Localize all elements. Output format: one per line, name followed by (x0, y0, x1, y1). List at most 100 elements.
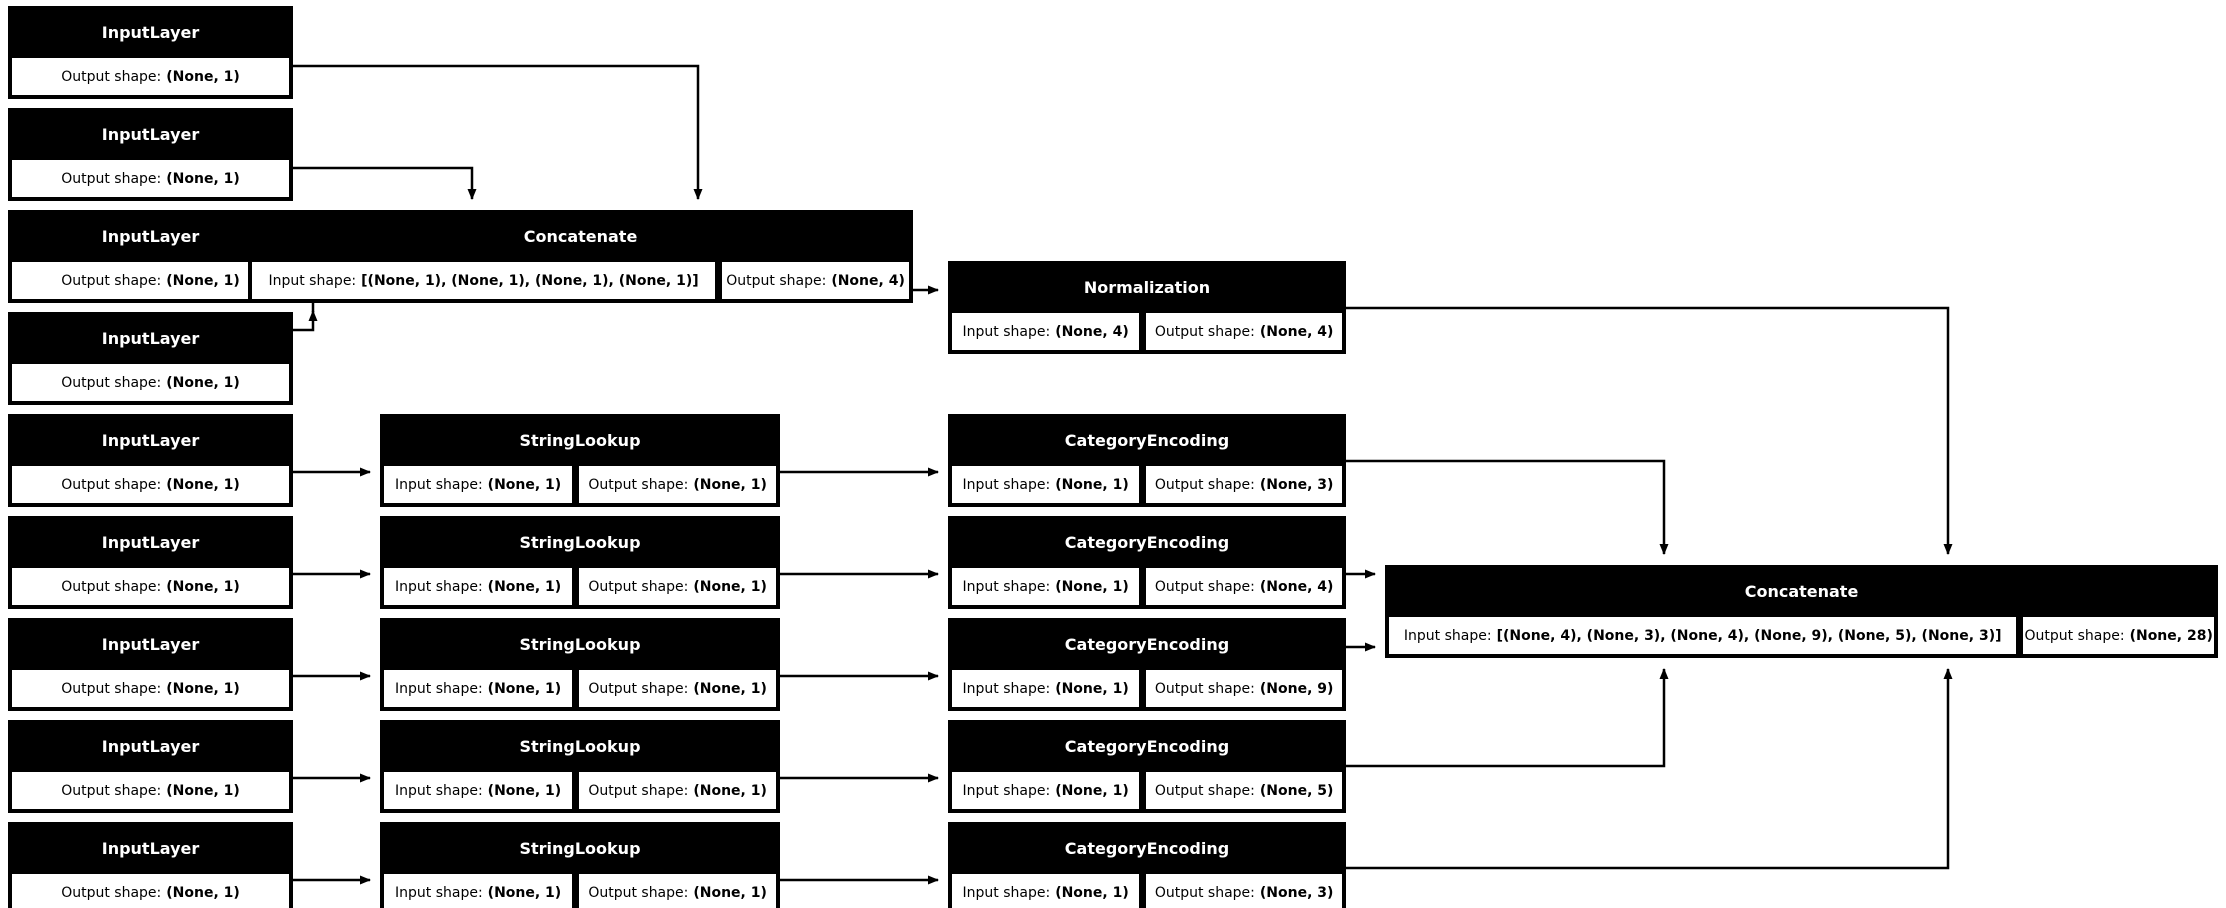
shape-value: (None, 4) (1055, 323, 1129, 340)
shape-cell-lookup_5-output: Output shape:(None, 1) (577, 872, 778, 908)
shape-cell-concat_numeric-output: Output shape:(None, 4) (720, 260, 911, 301)
node-shapes-input_1: Output shape:(None, 1) (10, 56, 291, 97)
node-shapes-input_3: Output shape:(None, 1) (10, 260, 291, 301)
node-shapes-concat_all: Input shape:[(None, 4), (None, 3), (None… (1387, 615, 2216, 656)
shape-label: Input shape: (962, 476, 1051, 493)
shape-label: Output shape: (1154, 680, 1255, 697)
shape-cell-input_4-output: Output shape:(None, 1) (10, 362, 291, 403)
shape-cell-encoding_2-output: Output shape:(None, 4) (1144, 566, 1344, 607)
shape-cell-input_5-output: Output shape:(None, 1) (10, 464, 291, 505)
shape-value: (None, 1) (693, 680, 767, 697)
shape-cell-input_1-output: Output shape:(None, 1) (10, 56, 291, 97)
node-shapes-encoding_5: Input shape:(None, 1)Output shape:(None,… (950, 872, 1344, 908)
shape-cell-lookup_2-input: Input shape:(None, 1) (382, 566, 575, 607)
shape-value: (None, 5) (1259, 782, 1334, 799)
shape-label: Input shape: (395, 476, 483, 493)
node-title-input_4: InputLayer (10, 314, 291, 362)
shape-cell-encoding_5-output: Output shape:(None, 3) (1144, 872, 1344, 908)
shape-cell-lookup_2-output: Output shape:(None, 1) (577, 566, 778, 607)
shape-label: Output shape: (1154, 323, 1255, 340)
node-shapes-input_4: Output shape:(None, 1) (10, 362, 291, 403)
shape-cell-concat_all-input: Input shape:[(None, 4), (None, 3), (None… (1387, 615, 2019, 656)
shape-label: Output shape: (726, 272, 827, 289)
node-shapes-encoding_3: Input shape:(None, 1) Output shape:(None,… (950, 668, 1344, 709)
node-title-encoding_4: CategoryEncoding (950, 722, 1344, 770)
shape-label: Output shape: (588, 578, 689, 595)
shape-label: Input shape: (395, 884, 483, 901)
shape-value: [(None, 1), (None, 1), (None, 1), (None,… (361, 272, 699, 289)
shape-cell-lookup_3-output: Output shape:(None, 1) (577, 668, 778, 709)
shape-value: (None, 3) (1259, 476, 1334, 493)
shape-cell-lookup_4-input: Input shape:(None, 1) (382, 770, 575, 811)
shape-value: (None, 1) (487, 782, 562, 799)
edge-input_2-to-concat_numeric (293, 166, 477, 200)
shape-value: (None, 4) (1259, 578, 1334, 595)
shape-value: (None, 1) (166, 782, 240, 799)
shape-cell-encoding_3-input: Input shape:(None, 1) (950, 668, 1142, 709)
shape-cell-encoding_2-input: Input shape:(None, 1) (950, 566, 1142, 607)
shape-value: (None, 9) (1259, 680, 1334, 697)
shape-value: (None, 1) (166, 884, 240, 901)
edge-encoding_4-to-concat_all (1346, 668, 1669, 768)
node-title-input_2: InputLayer (10, 110, 291, 158)
shape-cell-concat_numeric-input: Input shape:[(None, 1), (None, 1), (None… (250, 260, 718, 301)
shape-label: Output shape: (61, 170, 162, 187)
shape-cell-input_8-output: Output shape:(None, 1) (10, 770, 291, 811)
shape-value: (None, 1) (693, 476, 767, 493)
shape-label: Input shape: (962, 680, 1051, 697)
shape-value: (None, 4) (831, 272, 905, 289)
node-title-lookup_3: StringLookup (382, 620, 778, 668)
shape-value: (None, 1) (166, 680, 240, 697)
shape-cell-input_3-output: Output shape:(None, 1) (10, 260, 291, 301)
shape-value: (None, 1) (1055, 884, 1129, 901)
node-shapes-input_8: Output shape:(None, 1) (10, 770, 291, 811)
shape-value: (None, 1) (166, 170, 240, 187)
node-title-encoding_3: CategoryEncoding (950, 620, 1344, 668)
shape-value: (None, 1) (1055, 476, 1129, 493)
shape-value: (None, 1) (1055, 782, 1129, 799)
node-shapes-concat_numeric: Input shape:[(None, 1), (None, 1), (None… (250, 260, 911, 301)
shape-cell-normalization-output: Output shape:(None, 4) (1144, 311, 1344, 352)
shape-value: (None, 1) (1055, 578, 1129, 595)
shape-label: Input shape: (1403, 627, 1492, 644)
shape-cell-input_6-output: Output shape:(None, 1) (10, 566, 291, 607)
shape-label: Input shape: (962, 323, 1051, 340)
shape-value: (None, 1) (166, 578, 240, 595)
shape-value: (None, 1) (166, 476, 240, 493)
node-shapes-lookup_4: Input shape:(None, 1)Output shape:(None,… (382, 770, 778, 811)
node-title-input_5: InputLayer (10, 416, 291, 464)
node-title-lookup_2: StringLookup (382, 518, 778, 566)
node-title-input_7: InputLayer (10, 620, 291, 668)
shape-cell-encoding_5-input: Input shape:(None, 1) (950, 872, 1142, 908)
node-shapes-input_9: Output shape:(None, 1) (10, 872, 291, 908)
shape-cell-normalization-input: Input shape:(None, 4) (950, 311, 1142, 352)
shape-value: (None, 1) (487, 680, 562, 697)
node-title-lookup_1: StringLookup (382, 416, 778, 464)
shape-label: Output shape: (61, 680, 162, 697)
shape-value: (None, 4) (1259, 323, 1334, 340)
node-shapes-lookup_5: Input shape:(None, 1)Output shape:(None,… (382, 872, 778, 908)
shape-cell-lookup_3-input: Input shape:(None, 1) (382, 668, 575, 709)
